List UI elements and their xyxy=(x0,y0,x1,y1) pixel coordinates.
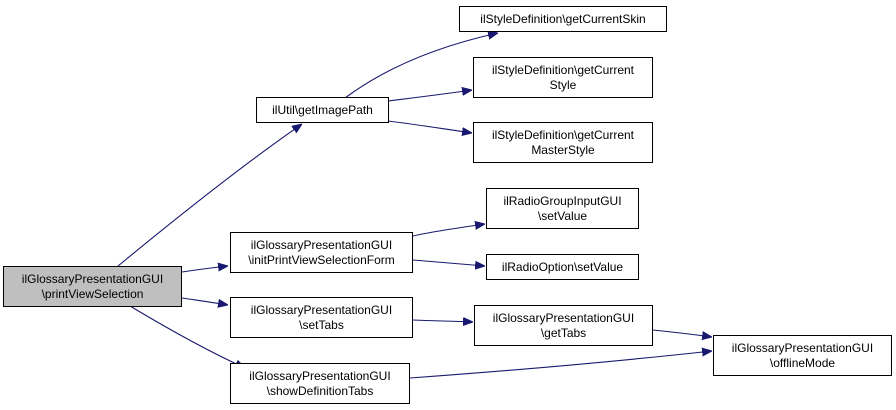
edge-root-initprint xyxy=(181,266,228,273)
node-label-line: ilStyleDefinition\getCurrentSkin xyxy=(480,11,646,26)
edge-initprint-radiogroup xyxy=(412,224,485,237)
edge-settabs-gettabs xyxy=(412,320,473,322)
edge-root-showdeftabs xyxy=(129,305,245,368)
node-label-line: \showDefinitionTabs xyxy=(266,383,374,398)
node-get-current-skin[interactable]: ilStyleDefinition\getCurrentSkin xyxy=(459,6,667,32)
node-print-view-selection[interactable]: ilGlossaryPresentationGUI \printViewSele… xyxy=(3,266,182,307)
node-label-line: \printViewSelection xyxy=(41,286,144,301)
node-label-line: ilGlossaryPresentationGUI xyxy=(492,310,635,325)
edge-showdeftabs-offlinemode xyxy=(409,351,712,379)
node-label-line: ilStyleDefinition\getCurrent xyxy=(491,62,635,77)
node-label-line: ilGlossaryPresentationGUI xyxy=(731,340,874,355)
node-label-line: \setTabs xyxy=(299,317,344,332)
node-get-image-path[interactable]: ilUtil\getImagePath xyxy=(256,97,389,123)
node-label-line: \getTabs xyxy=(540,325,587,340)
node-label-line: ilGlossaryPresentationGUI xyxy=(249,368,391,383)
node-label-line: ilGlossaryPresentationGUI xyxy=(21,271,164,286)
edge-root-getimagepath xyxy=(117,124,302,267)
node-label-line: ilRadioGroupInputGUI xyxy=(503,193,622,208)
node-get-tabs[interactable]: ilGlossaryPresentationGUI \getTabs xyxy=(474,305,653,346)
node-radio-option-set-value[interactable]: ilRadioOption\setValue xyxy=(486,254,639,280)
node-init-print-view-selection-form[interactable]: ilGlossaryPresentationGUI \initPrintView… xyxy=(230,232,413,273)
node-label-line: ilRadioOption\setValue xyxy=(501,259,624,274)
node-get-current-style[interactable]: ilStyleDefinition\getCurrent Style xyxy=(473,57,653,98)
node-label-line: ilStyleDefinition\getCurrent xyxy=(491,127,635,142)
node-label-line: ilGlossaryPresentationGUI xyxy=(250,302,393,317)
edge-getimagepath-getcurrentskin xyxy=(344,33,498,99)
node-label-line: \initPrintViewSelectionForm xyxy=(248,252,395,267)
edge-getimagepath-getcurrentmasterstyle xyxy=(387,120,472,133)
edge-gettabs-offlinemode xyxy=(652,329,712,337)
node-get-current-master-style[interactable]: ilStyleDefinition\getCurrent MasterStyle xyxy=(473,122,653,163)
node-show-definition-tabs[interactable]: ilGlossaryPresentationGUI \showDefinitio… xyxy=(230,363,410,404)
node-radio-group-set-value[interactable]: ilRadioGroupInputGUI \setValue xyxy=(486,188,639,229)
node-label-line: ilGlossaryPresentationGUI xyxy=(250,237,393,252)
node-label-line: Style xyxy=(549,77,577,92)
node-offline-mode[interactable]: ilGlossaryPresentationGUI \offlineMode xyxy=(713,335,892,376)
edge-initprint-radiooption xyxy=(412,259,485,266)
edge-root-settabs xyxy=(181,297,228,305)
node-label-line: \setValue xyxy=(537,208,588,223)
node-label-line: ilUtil\getImagePath xyxy=(272,102,373,117)
node-label-line: \offlineMode xyxy=(769,355,836,370)
node-label-line: MasterStyle xyxy=(531,142,595,157)
node-set-tabs[interactable]: ilGlossaryPresentationGUI \setTabs xyxy=(230,297,413,338)
edge-getimagepath-getcurrentstyle xyxy=(387,90,472,102)
